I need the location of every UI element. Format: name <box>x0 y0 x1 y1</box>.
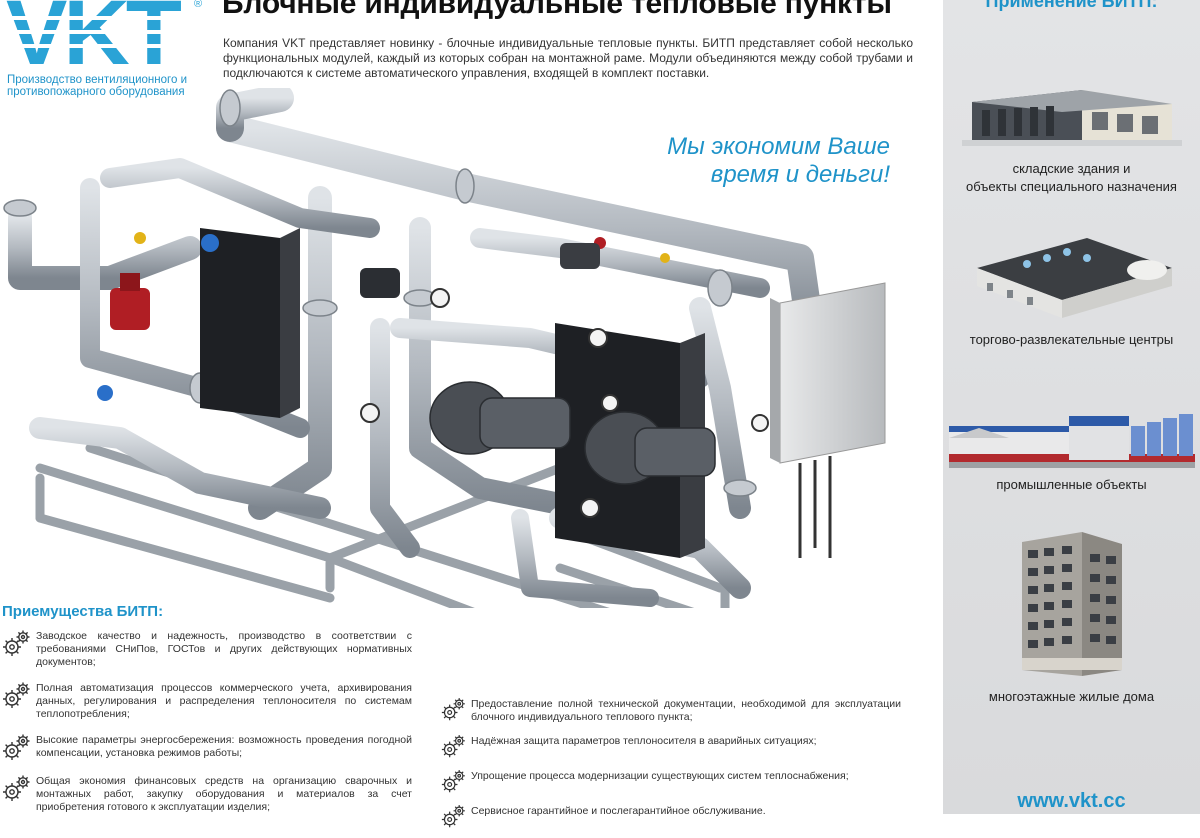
application-label-line-1: торгово-развлекательные центры <box>969 332 1174 347</box>
application-label-line-2: объекты специального назначения <box>966 179 1177 194</box>
gears-icon <box>2 628 32 658</box>
mall-icon <box>976 238 1172 318</box>
list-item: Высокие параметры энергосбережения: возм… <box>2 732 412 762</box>
gears-icon <box>441 803 467 829</box>
gears-icon <box>441 733 467 759</box>
advantage-text: Предоставление полной технической докуме… <box>471 698 901 723</box>
applications-sidebar: Применение БИТП: складские здания и объе… <box>943 0 1200 814</box>
slogan-line-2: время и деньги! <box>710 161 890 188</box>
gears-icon <box>2 773 32 803</box>
control-cabinet <box>770 282 886 558</box>
valves <box>97 232 670 401</box>
circulation-pumps <box>429 381 716 485</box>
registered-mark: ® <box>194 0 203 10</box>
advantage-text: Общая экономия финансовых средств на орг… <box>36 775 412 813</box>
application-label: складские здания и объекты специального … <box>943 160 1200 196</box>
pipework <box>8 88 824 607</box>
applications-title: Применение БИТП: <box>985 0 1158 11</box>
list-item: Полная автоматизация процессов коммерчес… <box>2 680 412 721</box>
list-item: Надёжная защита параметров теплоносителя… <box>441 733 901 759</box>
application-apartment: многоэтажные жилые дома <box>943 530 1200 706</box>
list-item: Упрощение процесса модернизации существу… <box>441 768 901 794</box>
advantages-list-right: Предоставление полной технической докуме… <box>441 696 901 838</box>
website-link[interactable]: www.vkt.cc <box>1017 790 1126 812</box>
vkt-logo-icon: VKT <box>4 0 194 68</box>
heating-unit-illustration <box>3 88 886 608</box>
apartment-building-icon <box>1021 532 1122 676</box>
advantage-text: Упрощение процесса модернизации существу… <box>471 770 849 782</box>
gears-icon <box>441 768 467 794</box>
advantage-text: Полная автоматизация процессов коммерчес… <box>36 682 412 720</box>
page-title: Блочные индивидуальные тепловые пункты <box>222 0 892 20</box>
application-label-line-1: промышленные объекты <box>996 477 1147 492</box>
advantages-list-left: Заводское качество и надежность, произво… <box>2 628 412 825</box>
list-item: Общая экономия финансовых средств на орг… <box>2 773 412 814</box>
pipe-flanges <box>3 89 757 497</box>
application-label: многоэтажные жилые дома <box>943 688 1200 706</box>
application-factory: промышленные объекты <box>943 408 1200 494</box>
application-warehouse: складские здания и объекты специального … <box>943 82 1200 196</box>
factory-icon <box>948 414 1195 468</box>
advantage-text: Высокие параметры энергосбережения: возм… <box>36 734 412 759</box>
advantage-text: Сервисное гарантийное и послегарантийное… <box>471 805 766 817</box>
application-label-line-1: складские здания и <box>1012 161 1131 176</box>
application-label: промышленные объекты <box>943 476 1200 494</box>
pressure-gauges <box>360 288 769 518</box>
list-item: Предоставление полной технической докуме… <box>441 696 901 724</box>
application-label-line-1: многоэтажные жилые дома <box>988 689 1155 704</box>
gears-icon <box>2 680 32 710</box>
gears-icon <box>441 696 467 722</box>
gears-icon <box>2 732 32 762</box>
vkt-logo: VKT ® <box>4 0 209 96</box>
heat-exchanger-left <box>200 228 300 418</box>
application-mall: торгово-развлекательные центры <box>943 228 1200 349</box>
slogan: Мы экономим Ваше время и деньги! <box>667 133 890 189</box>
list-item: Заводское качество и надежность, произво… <box>2 628 412 669</box>
application-label: торгово-развлекательные центры <box>943 331 1200 349</box>
company-tagline: Производство вентиляционного и противопо… <box>7 74 187 98</box>
advantage-text: Заводское качество и надежность, произво… <box>36 630 412 668</box>
intro-paragraph: Компания VKT представляет новинку - блоч… <box>223 36 913 80</box>
advantages-heading: Приемущества БИТП: <box>2 603 164 620</box>
slogan-line-1: Мы экономим Ваше <box>667 133 890 160</box>
warehouse-icon <box>961 90 1182 146</box>
advantage-text: Надёжная защита параметров теплоносителя… <box>471 735 817 747</box>
list-item: Сервисное гарантийное и послегарантийное… <box>441 803 901 829</box>
